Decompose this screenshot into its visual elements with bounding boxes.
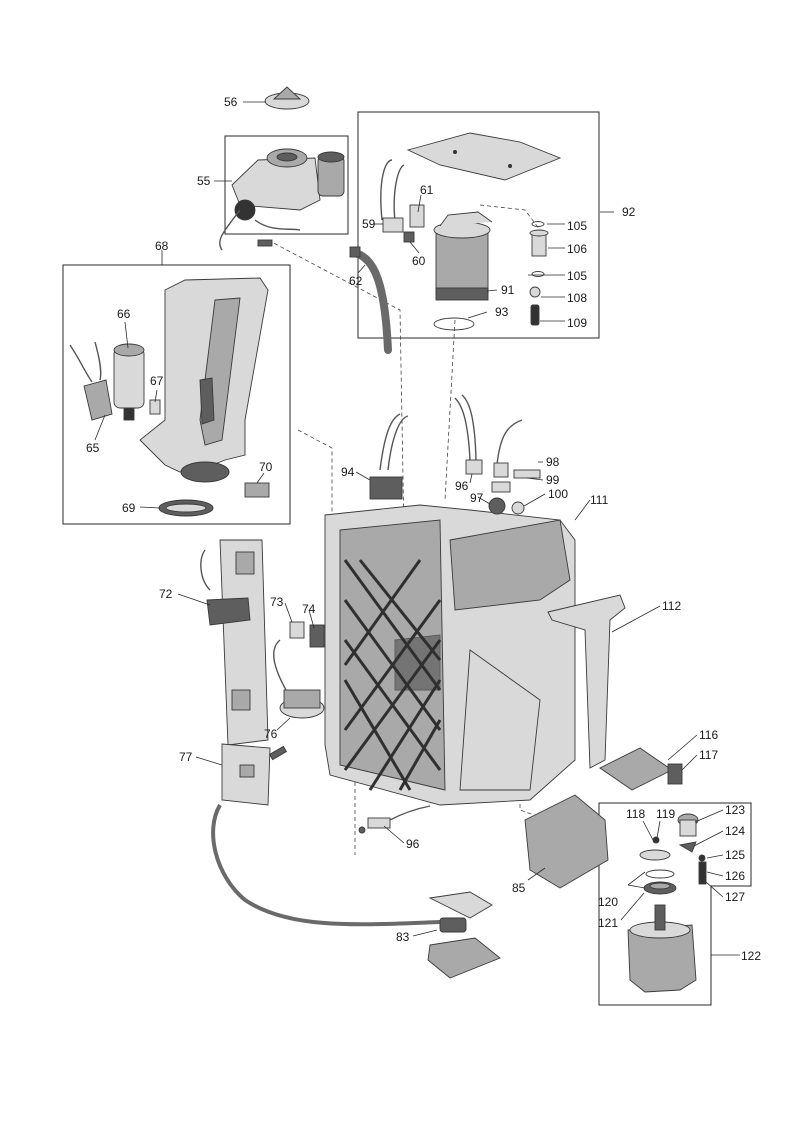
callout-61: 61 (420, 183, 434, 197)
callout-117: 117 (699, 748, 718, 762)
callout-124: 124 (725, 824, 745, 838)
group-box-92 (357, 111, 600, 339)
callout-73: 73 (270, 595, 284, 609)
callout-111: 111 (590, 493, 609, 507)
callout-69: 69 (122, 501, 136, 515)
callout-59: 59 (362, 217, 376, 231)
part-55-pump-assembly (219, 148, 345, 251)
callout-55: 55 (197, 174, 211, 188)
leader-lines (94, 101, 740, 956)
part-69-belt (158, 499, 214, 517)
callout-98: 98 (546, 455, 560, 469)
part-67-clip (149, 399, 161, 415)
callout-109: 109 (567, 316, 587, 330)
callout-105b: 105 (567, 269, 587, 283)
callout-120: 120 (598, 895, 618, 909)
part-97-gear (488, 497, 506, 515)
part-120-121-piston (643, 869, 677, 895)
callout-65: 65 (86, 441, 100, 455)
group-box-55 (224, 135, 349, 235)
part-96-lower-connector (358, 805, 431, 834)
callout-93: 93 (495, 305, 509, 319)
alignment-line (267, 239, 406, 591)
part-122-brew-unit (627, 904, 697, 993)
alignment-line (297, 429, 333, 520)
part-76-flowmeter (273, 639, 325, 719)
part-100-valve (511, 501, 525, 515)
part-62-fitting (349, 246, 361, 258)
part-66-motor (113, 343, 145, 421)
part-124-spring-clip (678, 841, 697, 853)
callout-60: 60 (412, 254, 426, 268)
callout-68: 68 (155, 239, 169, 253)
part-70-sensor (244, 482, 270, 498)
part-92-plate (406, 132, 562, 181)
callout-125: 125 (725, 848, 745, 862)
part-93-seal-ring (433, 317, 475, 331)
callout-76: 76 (264, 727, 278, 741)
main-chassis (324, 504, 576, 806)
group-box-68 (62, 264, 291, 525)
part-65-plate (69, 341, 113, 421)
part-112-side-panel (547, 594, 626, 769)
part-68-frame (139, 277, 269, 483)
callout-121: 121 (598, 916, 618, 930)
part-94-connector (369, 413, 409, 500)
part-62-tube (351, 249, 392, 354)
part-59-60-61-connectors (380, 159, 425, 243)
callout-126: 126 (725, 869, 745, 883)
part-56-cap (264, 86, 310, 110)
callout-77: 77 (179, 750, 193, 764)
part-91-boiler (433, 211, 493, 301)
callout-118: 118 (626, 807, 645, 821)
alignment-line (444, 319, 456, 501)
callout-74: 74 (302, 602, 316, 616)
callout-94: 94 (341, 465, 355, 479)
callout-112: 112 (662, 599, 681, 613)
callout-123: 123 (725, 803, 745, 817)
callout-119: 119 (656, 807, 675, 821)
part-126-127-spring (698, 861, 707, 885)
callout-62: 62 (349, 274, 363, 288)
part-77-power-board (221, 743, 288, 806)
callout-91: 91 (501, 283, 515, 297)
part-123-valve-head (677, 813, 699, 837)
callout-96b: 96 (406, 837, 420, 851)
callout-labels: 56 55 92 61 59 60 105 106 105 108 109 62… (86, 95, 761, 963)
callout-122: 122 (741, 949, 761, 963)
part-85-drain-block (524, 794, 609, 889)
callout-127: 127 (725, 890, 745, 904)
part-72-control-board (200, 539, 269, 746)
part-83-tray (427, 891, 501, 979)
part-116-bracket (599, 747, 673, 791)
callout-105a: 105 (567, 219, 587, 233)
part-118-119-seals (639, 836, 671, 861)
part-105-106-108-109-valve-parts (529, 221, 549, 326)
callout-56: 56 (224, 95, 238, 109)
alignment-line (479, 204, 541, 231)
part-83-cable (211, 803, 441, 927)
callout-99: 99 (546, 473, 560, 487)
callout-83: 83 (396, 930, 410, 944)
callout-116: 116 (699, 728, 718, 742)
callout-96a: 96 (455, 479, 469, 493)
callout-97: 97 (470, 491, 484, 505)
callout-106: 106 (567, 242, 587, 256)
part-98-99-connector (491, 419, 541, 493)
callout-72: 72 (159, 587, 173, 601)
part-125-pin (698, 854, 706, 862)
callout-108: 108 (567, 291, 587, 305)
part-73-74-sensors (289, 621, 325, 648)
callout-70: 70 (259, 460, 273, 474)
callout-66: 66 (117, 307, 131, 321)
callout-100: 100 (548, 487, 568, 501)
part-117-clip (667, 763, 683, 785)
callout-85: 85 (512, 881, 526, 895)
callout-67: 67 (150, 374, 164, 388)
part-96-connector (454, 394, 483, 475)
callout-92: 92 (622, 205, 636, 219)
